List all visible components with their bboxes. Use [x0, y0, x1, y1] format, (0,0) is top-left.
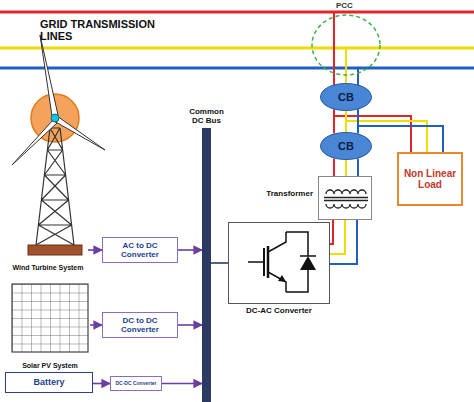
- flow-arrow: [178, 325, 202, 326]
- node-label: DC-DC Converter: [113, 381, 158, 387]
- node-label: DC-AC Converter: [219, 306, 339, 315]
- converter-box: DC-DC Converter: [110, 376, 162, 391]
- three-phase-wire: [334, 158, 358, 176]
- node-label: DC to DC Converter: [103, 316, 177, 334]
- converter-box: DC to DC Converter: [102, 312, 178, 338]
- igbt-symbol: [248, 232, 316, 292]
- node-label: CB: [336, 140, 356, 153]
- three-phase-wire: [330, 220, 357, 264]
- pcc-circle: [312, 15, 380, 75]
- grid-line: [0, 47, 474, 50]
- flow-arrow: [178, 250, 202, 251]
- converter-box: AC to DC Converter: [102, 237, 178, 263]
- flow-arrow: [162, 383, 202, 384]
- inverter-box: DC-AC Converter: [228, 222, 330, 304]
- node-label: AC to DC Converter: [103, 241, 177, 259]
- grid-label: GRID TRANSMISSION LINES: [40, 18, 170, 42]
- flow-arrow: [93, 383, 110, 384]
- grid-line: [0, 67, 474, 70]
- node-label: Wind Turbine System: [2, 264, 94, 272]
- battery-box: Battery: [5, 372, 93, 393]
- node-label: Transformer: [266, 189, 313, 198]
- transformer-coils: [324, 190, 368, 208]
- circuit-breaker: CB: [320, 83, 372, 111]
- node-label: Solar PV System: [4, 362, 96, 370]
- three-phase-wire: [334, 109, 443, 152]
- wind-turbine-drawing: [12, 35, 105, 255]
- node-label: Common DC Bus: [185, 107, 229, 125]
- node-label: CB: [336, 91, 356, 104]
- circuit-breaker: CB: [320, 132, 372, 160]
- load-box: Non Linear Load: [397, 152, 463, 206]
- pcc-label: PCC: [336, 0, 366, 12]
- transformer-box: Transformer: [318, 176, 372, 220]
- flow-arrow: [90, 325, 102, 326]
- solar-panel: Solar PV System: [10, 282, 90, 370]
- node-label: Battery: [31, 377, 66, 387]
- grid-line: [0, 11, 474, 14]
- node-label: Non Linear Load: [399, 168, 461, 191]
- dc-bus: Common DC Bus: [202, 128, 211, 402]
- wind-turbine: Wind Turbine System: [8, 92, 88, 272]
- flow-arrow: [211, 263, 228, 264]
- flow-arrow: [88, 250, 102, 251]
- solar-panel-drawing: [12, 284, 88, 352]
